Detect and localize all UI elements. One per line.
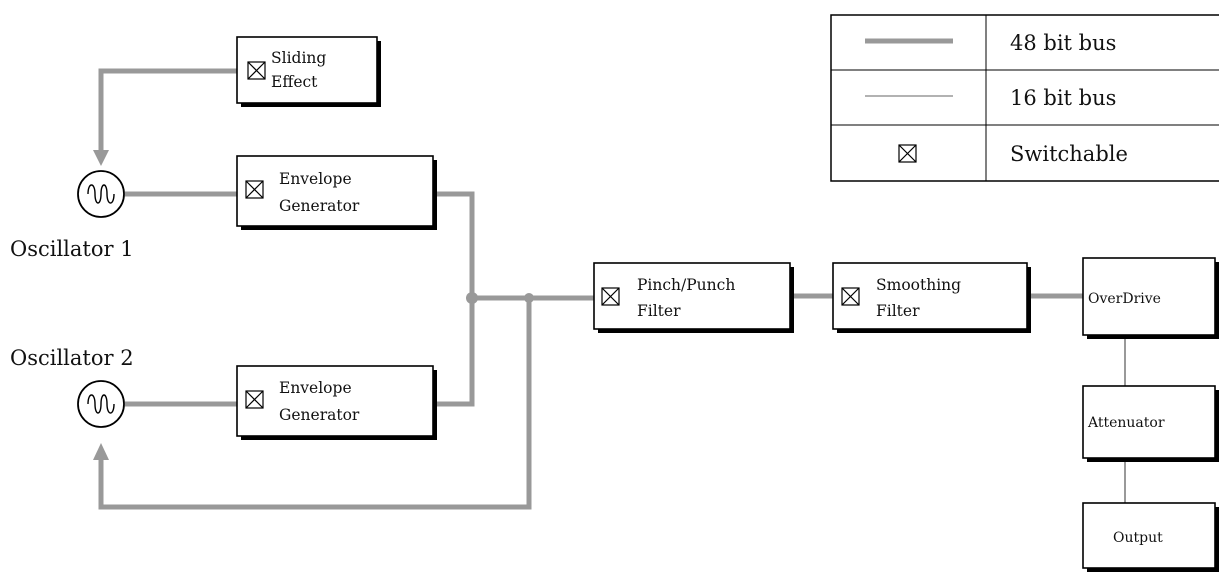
legend-16bit-label: 16 bit bus — [1010, 86, 1116, 110]
legend: 48 bit bus 16 bit bus Switchable — [830, 14, 1219, 182]
switchable-icon — [898, 144, 917, 163]
legend-48bit-label: 48 bit bus — [1010, 31, 1116, 55]
junction-dot-merge — [466, 292, 478, 304]
envelope-generator-2-label-2: Generator — [279, 406, 360, 424]
envelope-generator-2-label-1: Envelope — [279, 379, 352, 397]
bus-feedback-to-osc2 — [98, 298, 532, 510]
oscillator-1: Oscillator 1 — [10, 170, 134, 261]
bus-sliding-to-osc1 — [98, 68, 237, 150]
switchable-icon — [247, 61, 266, 80]
legend-switchable-label: Switchable — [1010, 142, 1128, 166]
envelope-generator-1-block: Envelope Generator — [236, 155, 437, 230]
attenuator-block: Attenuator — [1082, 385, 1219, 462]
sliding-effect-label-2: Effect — [271, 73, 318, 91]
output-label: Output — [1113, 530, 1163, 546]
attenuator-label: Attenuator — [1087, 415, 1165, 431]
overdrive-block: OverDrive — [1082, 257, 1219, 339]
switchable-icon — [601, 287, 620, 306]
smoothing-filter-label-1: Smoothing — [876, 276, 961, 294]
smoothing-filter-label-2: Filter — [876, 302, 920, 320]
switchable-icon — [245, 180, 264, 199]
sliding-effect-block: Sliding Effect — [236, 36, 381, 107]
envelope-generator-2-block: Envelope Generator — [236, 365, 437, 440]
oscillator-2: Oscillator 2 — [10, 346, 134, 428]
legend-row-48bit: 48 bit bus — [865, 31, 1116, 55]
pinch-punch-label-2: Filter — [637, 302, 681, 320]
sliding-effect-label-1: Sliding — [271, 49, 326, 67]
bus-connections — [93, 68, 1126, 510]
overdrive-label: OverDrive — [1088, 291, 1161, 307]
envelope-generator-1-label-2: Generator — [279, 197, 360, 215]
envelope-generator-1-label-1: Envelope — [279, 170, 352, 188]
switchable-icon — [841, 287, 860, 306]
legend-row-16bit: 16 bit bus — [865, 86, 1116, 110]
legend-row-switchable: Switchable — [898, 142, 1128, 166]
oscillator-1-label: Oscillator 1 — [10, 237, 134, 261]
switchable-icon — [245, 390, 264, 409]
output-block: Output — [1082, 502, 1219, 572]
bus-env1-out — [432, 191, 475, 407]
pinch-punch-filter-block: Pinch/Punch Filter — [593, 262, 794, 333]
arrow-into-osc1 — [93, 150, 109, 166]
arrow-into-osc2 — [93, 443, 109, 460]
smoothing-filter-block: Smoothing Filter — [832, 262, 1031, 333]
pinch-punch-label-1: Pinch/Punch — [637, 276, 735, 294]
oscillator-2-label: Oscillator 2 — [10, 346, 134, 370]
junction-dot-feedback — [524, 293, 534, 303]
